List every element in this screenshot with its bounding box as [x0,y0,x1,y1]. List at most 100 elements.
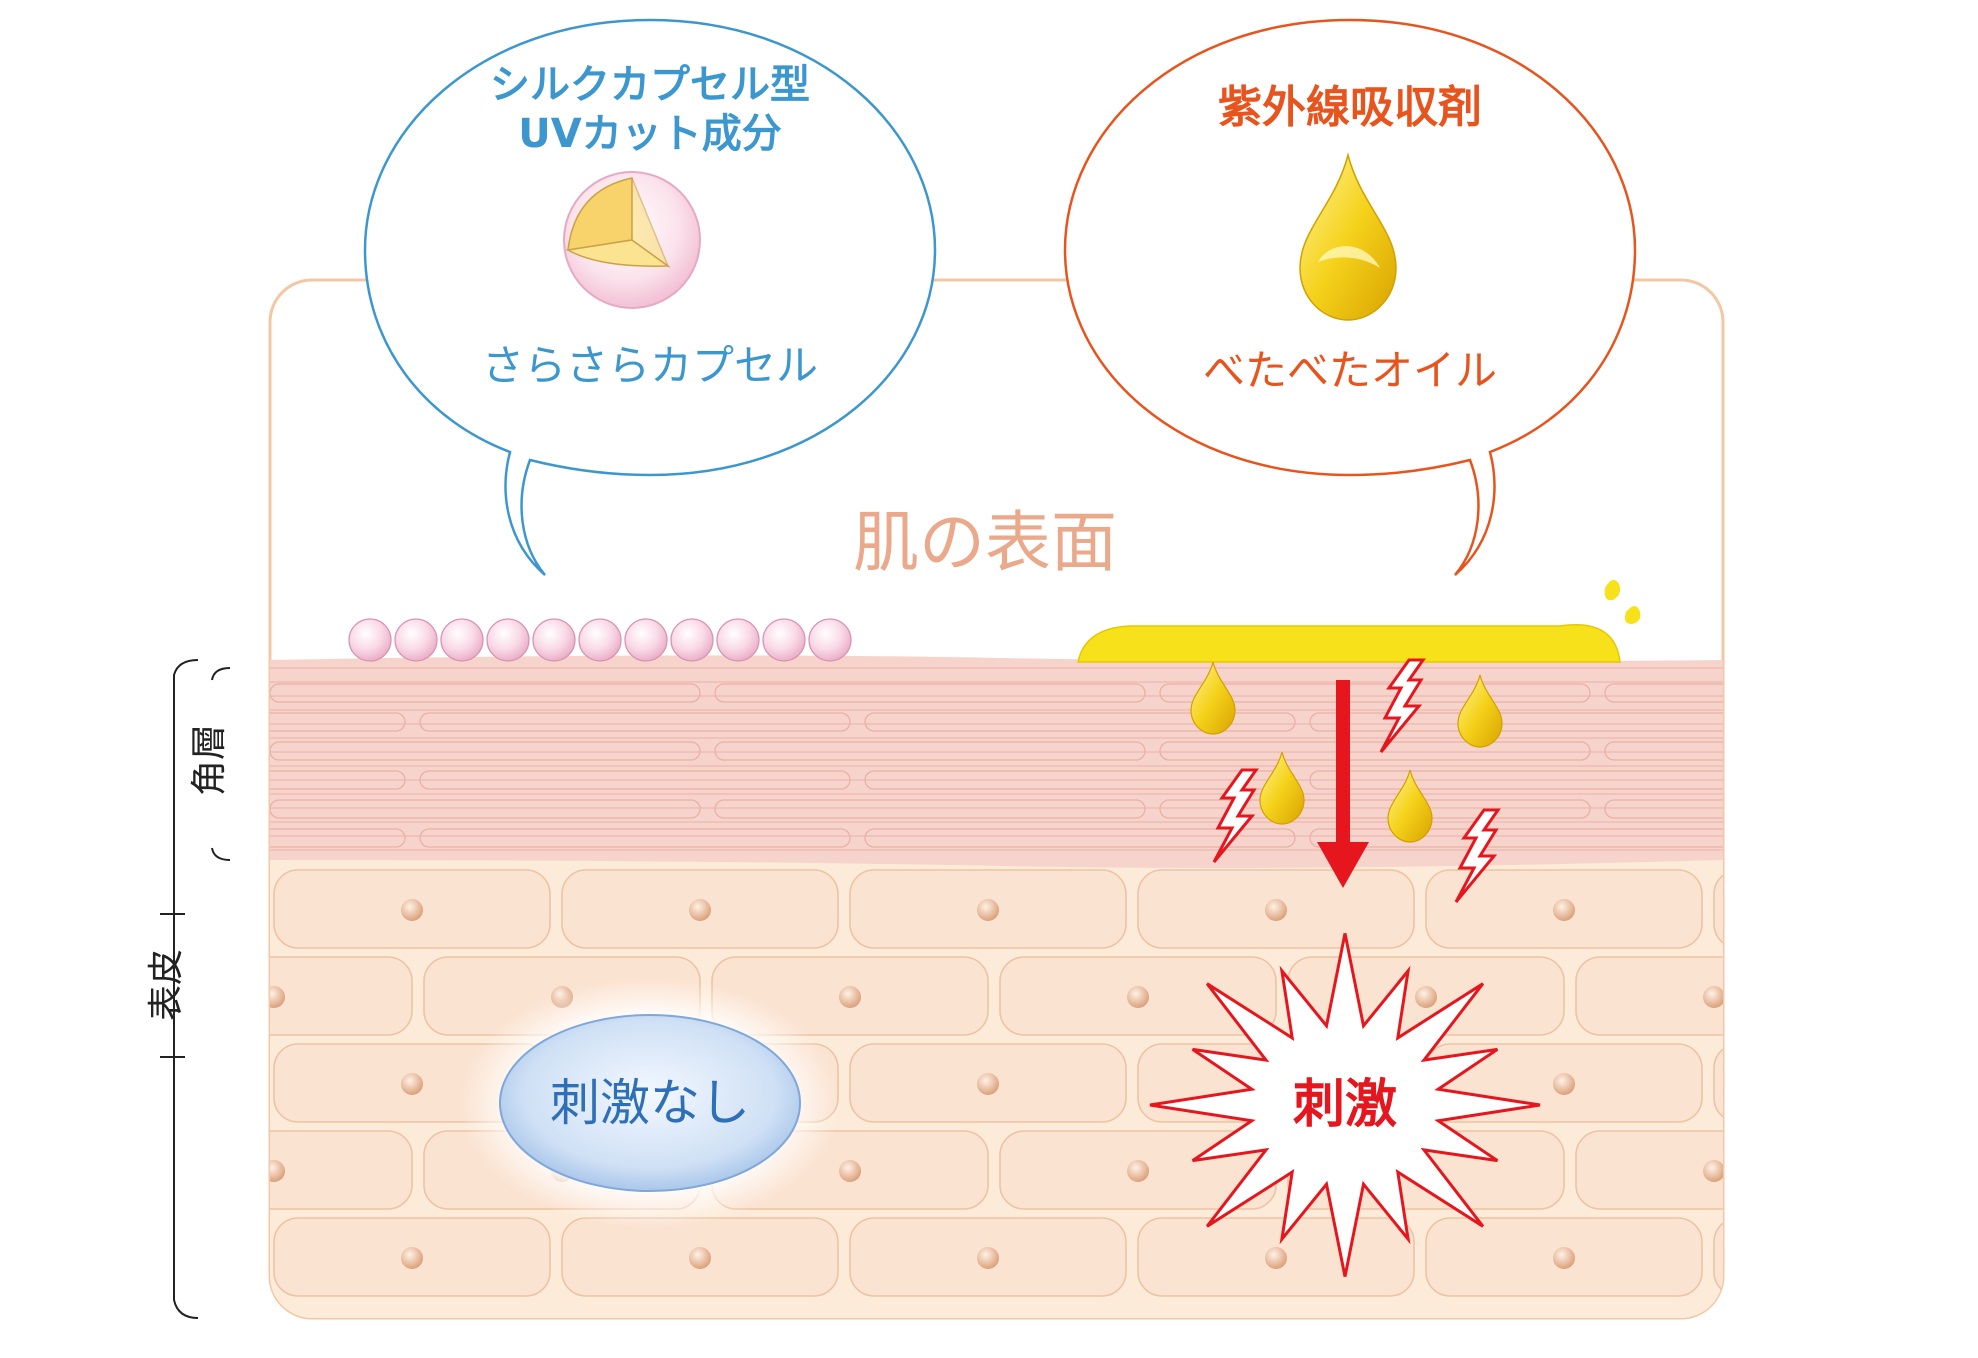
cell-nucleus [1127,1160,1149,1182]
oil-droplets [1190,661,1503,843]
right-bubble-title: 紫外線吸収剤 [1218,82,1482,133]
lightning-bolt [1454,808,1501,903]
corneocyte [270,799,701,819]
cell-nucleus [113,1073,135,1095]
epidermis-label: 表皮 [146,949,187,1021]
cell-nucleus [1553,1073,1575,1095]
cell-nucleus [401,1247,423,1269]
epidermis-cell [0,1044,262,1122]
lightning-bolt [1212,768,1259,863]
left-bubble-title-line1: シルクカプセル型 [490,62,810,108]
silk-capsule [624,618,668,662]
oil-droplet [1190,661,1236,735]
corneocyte [714,799,1146,819]
stratum-corneum-label: 角層 [189,724,230,796]
irritation-label: 刺激 [1293,1075,1397,1135]
cell-nucleus [977,899,999,921]
cell-nucleus [401,1073,423,1095]
left-bubble-title-line2: UVカット成分 [518,111,781,157]
cell-nucleus [977,1247,999,1269]
corneocyte [864,828,1296,848]
corneocyte [1159,683,1591,703]
oil-drop-icon [1299,152,1397,321]
corneocyte [1309,712,1723,732]
corneocyte [419,712,851,732]
epidermis-cell [1864,957,1978,1035]
left-bubble-caption: さらさらカプセル [482,341,818,390]
silk-capsule [762,618,806,662]
corneocyte [1755,713,1978,731]
silk-capsule [394,618,438,662]
oil-droplet [1387,769,1433,843]
corneocyte [270,712,406,732]
silk-capsule [716,618,760,662]
oil-splash-drop [1604,579,1621,601]
corneocyte [270,828,406,848]
corneocyte [0,684,255,702]
silk-capsule [578,618,622,662]
right-bubble-caption: べたべたオイル [1203,346,1497,395]
epidermis-cell [1713,1217,1723,1297]
irritation-burst: 刺激 [1149,933,1541,1277]
silk-capsule [440,618,484,662]
corneocyte [1755,829,1978,847]
oil-film [1077,624,1621,663]
cell-nucleus [270,986,285,1008]
corneocyte [1604,683,1723,703]
cell-nucleus [1703,1160,1723,1182]
epidermis-cell [0,870,262,948]
corneocyte [1755,771,1978,789]
silk-capsule-icon [563,171,701,309]
corneocyte [1604,799,1723,819]
cell-nucleus [1841,1247,1863,1269]
silk-capsule [670,618,714,662]
corneocyte [270,683,701,703]
cell-nucleus [1553,899,1575,921]
capsule-row [348,618,852,662]
penetration-arrow [1317,680,1369,888]
silk-capsule [486,618,530,662]
cell-nucleus [1553,1247,1575,1269]
corneocyte [270,741,701,761]
corneocyte [1604,741,1723,761]
cell-nucleus [1841,1073,1863,1095]
cell-nucleus [977,1073,999,1095]
cell-nucleus [839,986,861,1008]
epidermis-cell [0,1218,262,1296]
corneocyte [270,770,406,790]
cell-nucleus [1703,986,1723,1008]
cell-nucleus [839,1160,861,1182]
corneocyte [1309,770,1723,790]
cell-nucleus [113,899,135,921]
cell-nucleus [1265,899,1287,921]
oil-droplet [1457,674,1503,748]
cell-nucleus [270,1160,285,1182]
cell-nucleus [113,1247,135,1269]
epidermis-cell [1713,1043,1723,1123]
silk-capsule [532,618,576,662]
no-irritation-label: 刺激なし [550,1074,750,1132]
corneocyte [864,712,1296,732]
stratum-corneum-layer [270,655,1723,868]
epidermis-cell [1864,1131,1978,1209]
corneocyte [0,800,255,818]
cell-nucleus [689,899,711,921]
cell-nucleus [1265,1247,1287,1269]
cell-nucleus [1415,986,1437,1008]
cell-nucleus [401,899,423,921]
corneocyte [714,683,1146,703]
epidermis-cell [0,957,124,1035]
cell-nucleus [1127,986,1149,1008]
layer-brackets [160,659,231,1319]
corneocyte [419,828,851,848]
cell-nucleus [689,1247,711,1269]
epidermis-cell [0,1131,124,1209]
no-irritation-badge: 刺激なし [460,978,840,1228]
corneocyte [1159,799,1591,819]
left-speech-bubble: シルクカプセル型 UVカット成分 さらさらカプセル [363,18,937,576]
corneocyte [714,741,1146,761]
corneocyte [1159,741,1591,761]
irritation-bolts [1212,658,1501,903]
corneocyte [1309,828,1723,848]
